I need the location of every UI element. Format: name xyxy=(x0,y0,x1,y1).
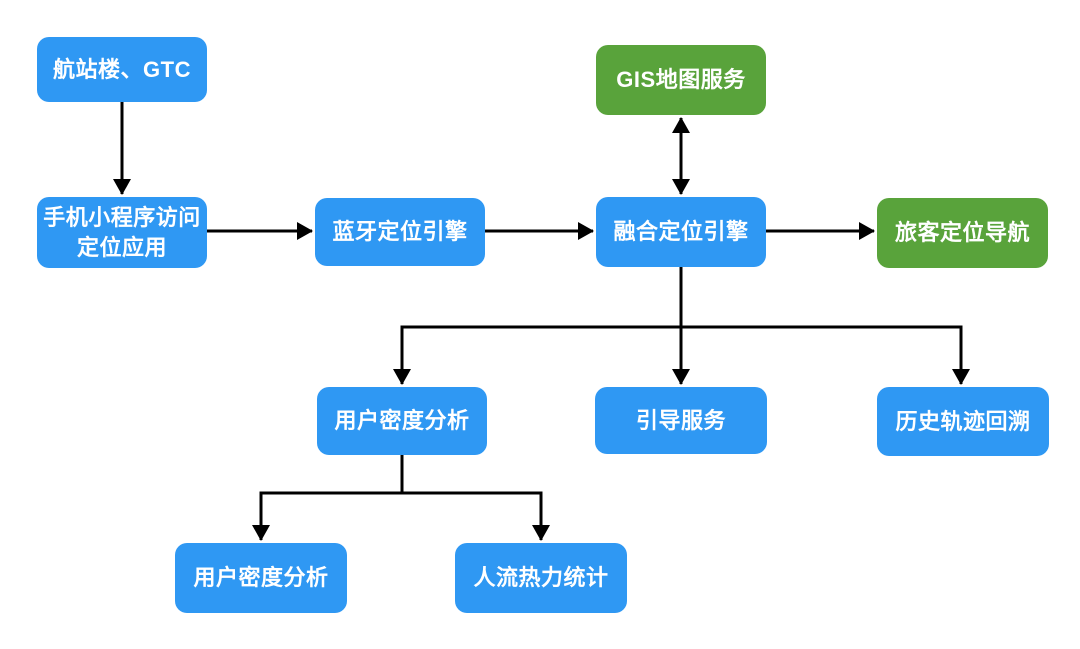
node-terminal-gtc: 航站楼、GTC xyxy=(37,37,207,102)
node-guidance-service: 引导服务 xyxy=(595,387,767,454)
node-fusion-engine: 融合定位引擎 xyxy=(596,197,766,267)
node-history-trajectory: 历史轨迹回溯 xyxy=(877,387,1049,456)
node-crowd-heat-statistics: 人流热力统计 xyxy=(455,543,627,613)
node-gis-map-service: GIS地图服务 xyxy=(596,45,766,115)
node-mobile-app-access: 手机小程序访问 定位应用 xyxy=(37,197,207,268)
node-user-density-analysis-2: 用户密度分析 xyxy=(175,543,347,613)
node-passenger-navigation: 旅客定位导航 xyxy=(877,198,1048,268)
node-bluetooth-engine: 蓝牙定位引擎 xyxy=(315,198,485,266)
node-user-density-analysis-1: 用户密度分析 xyxy=(317,387,487,455)
